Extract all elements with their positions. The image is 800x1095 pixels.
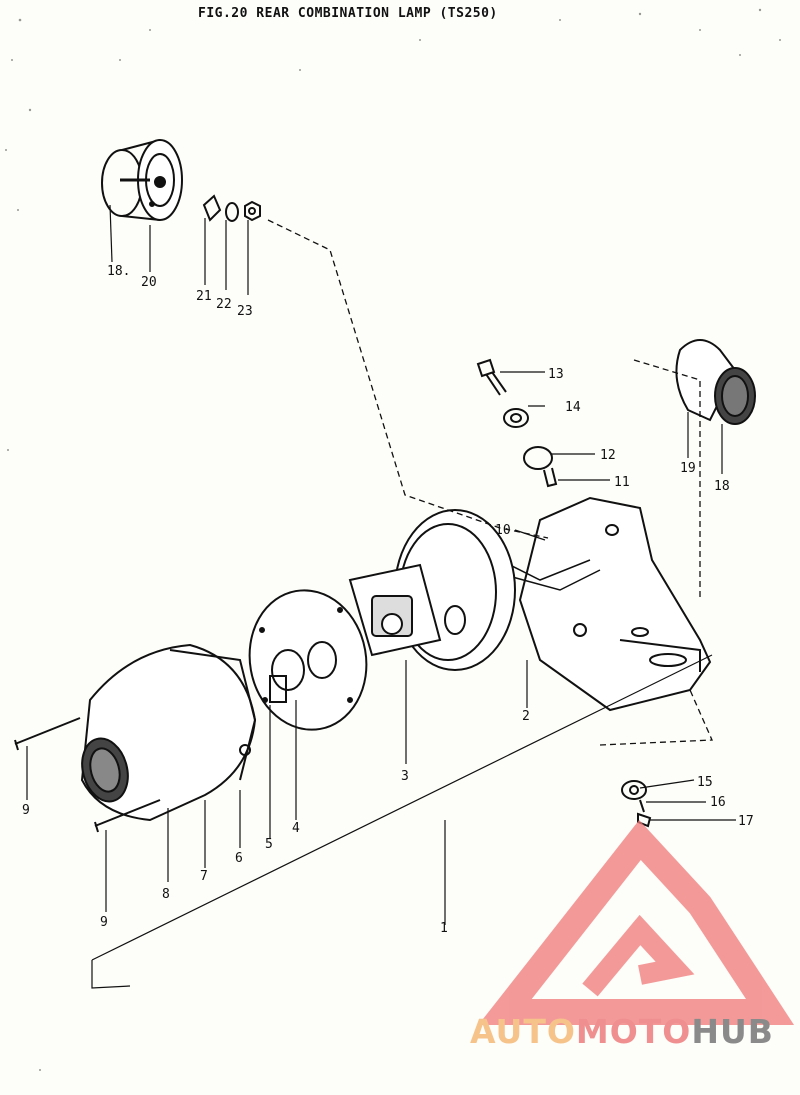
brand-part-moto: MOTO [575, 1012, 692, 1051]
label-18: 18 [714, 479, 730, 494]
scan-noise [5, 8, 781, 1071]
label-22: 22 [216, 297, 232, 312]
label-17: 17 [738, 814, 754, 829]
label-19: 19 [680, 461, 696, 476]
brand-part-auto: AUTO [470, 1012, 576, 1051]
label-3: 3 [401, 769, 409, 784]
label-9b: 9 [100, 915, 108, 930]
watermark-logo [478, 819, 795, 1025]
leader-lines [267, 219, 713, 746]
label-12: 12 [600, 448, 616, 463]
grommet-15-16-17 [621, 780, 652, 828]
bulb-socket [348, 563, 442, 657]
label-11: 11 [614, 475, 630, 490]
label-14: 14 [565, 400, 581, 415]
label-6: 6 [235, 851, 243, 866]
label-13: 13 [548, 367, 564, 382]
label-10: 10 [495, 523, 511, 538]
callout-labels: 1 2 3 4 5 6 7 8 9 9 10 11 12 13 14 15 16… [22, 264, 754, 936]
figure-title: FIG.20 REAR COMBINATION LAMP (TS250) [198, 6, 498, 21]
gasket [248, 589, 368, 731]
label-1: 1 [440, 921, 448, 936]
label-18-top: 18. [107, 264, 130, 279]
brand-part-hub: HUB [691, 1012, 774, 1051]
label-15: 15 [697, 775, 713, 790]
label-4: 4 [292, 821, 300, 836]
bulb [269, 649, 305, 703]
small-hardware-21-22-23 [202, 194, 261, 222]
screws [14, 717, 161, 833]
label-21: 21 [196, 289, 212, 304]
label-16: 16 [710, 795, 726, 810]
label-20: 20 [141, 275, 157, 290]
mounting-bracket [499, 496, 712, 712]
label-23: 23 [237, 304, 253, 319]
label-9a: 9 [22, 803, 30, 818]
side-reflector-19-18 [675, 339, 756, 425]
lens-housing [80, 643, 257, 822]
label-2: 2 [522, 709, 530, 724]
label-5: 5 [265, 837, 273, 852]
callout-lines [26, 204, 736, 989]
label-8: 8 [162, 887, 170, 902]
label-7: 7 [200, 869, 208, 884]
watermark-brand: AUTOMOTOHUB [470, 1012, 774, 1051]
reflector-assembly-small [101, 139, 183, 221]
